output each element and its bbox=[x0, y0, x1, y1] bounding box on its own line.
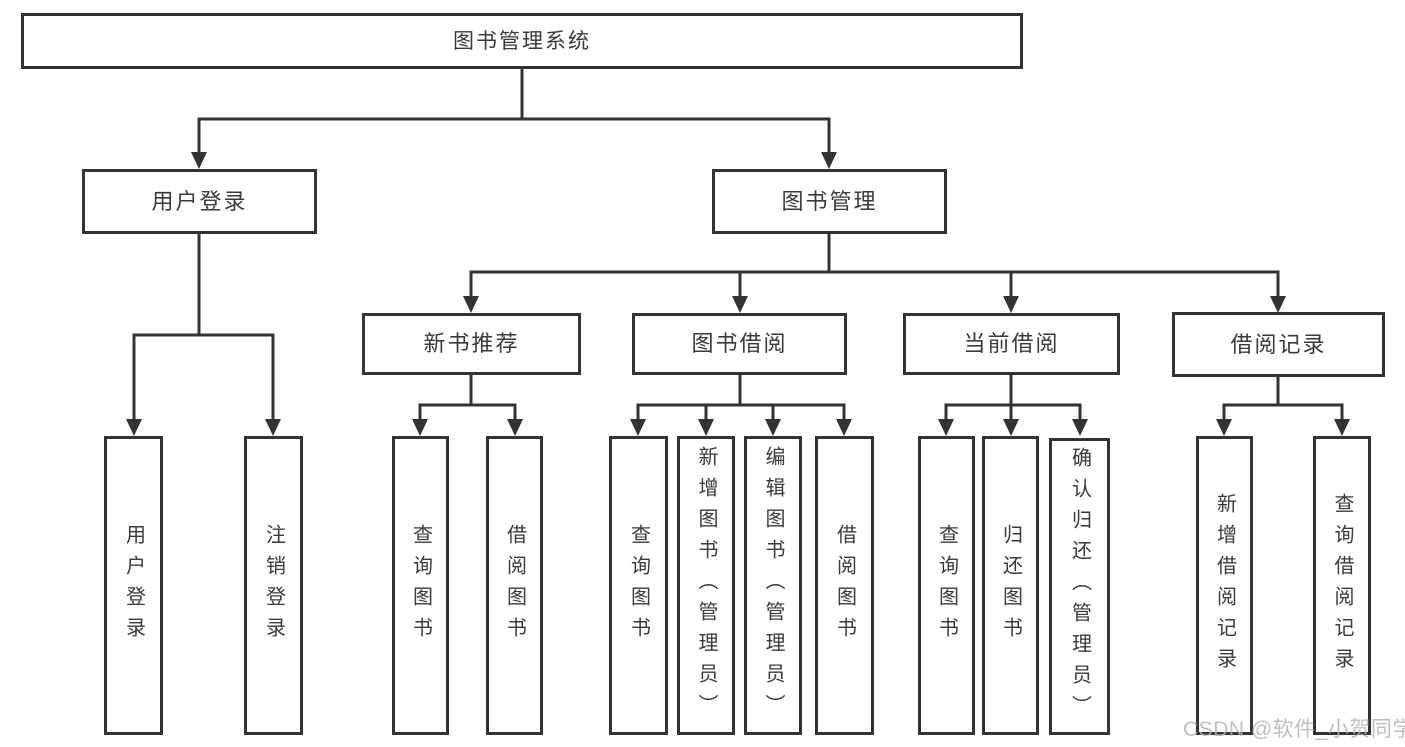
leaf-return-book-label: 归还图书 bbox=[999, 523, 1022, 648]
leaf-confirm-return-admin-label: 确认归还（管理员） bbox=[1068, 447, 1091, 726]
leaf-user-login: 用户登录 bbox=[104, 436, 163, 735]
leaf-query-books-recommend-label: 查询图书 bbox=[409, 523, 432, 648]
leaf-edit-book-admin-label: 编辑图书（管理员） bbox=[762, 446, 784, 725]
node-new-book-recommendation-label: 新书推荐 bbox=[423, 331, 520, 356]
leaf-edit-book-admin: 编辑图书（管理员） bbox=[744, 436, 802, 735]
leaf-query-books-current-label: 查询图书 bbox=[935, 523, 958, 648]
node-book-borrowing-label: 图书借阅 bbox=[691, 331, 788, 356]
leaf-query-books-borrow: 查询图书 bbox=[609, 436, 668, 735]
leaf-borrow-books-2: 借阅图书 bbox=[815, 436, 874, 735]
node-book-borrowing: 图书借阅 bbox=[632, 313, 847, 375]
leaf-query-books-recommend: 查询图书 bbox=[392, 436, 449, 735]
node-new-book-recommendation: 新书推荐 bbox=[362, 313, 581, 375]
node-current-borrowing: 当前借阅 bbox=[903, 313, 1120, 375]
leaf-query-books-borrow-label: 查询图书 bbox=[627, 523, 650, 648]
leaf-confirm-return-admin: 确认归还（管理员） bbox=[1049, 438, 1110, 735]
node-book-management-label: 图书管理 bbox=[781, 188, 878, 214]
node-current-borrowing-label: 当前借阅 bbox=[963, 331, 1060, 356]
leaf-logout: 注销登录 bbox=[244, 436, 303, 735]
leaf-add-book-admin: 新增图书（管理员） bbox=[677, 436, 735, 735]
leaf-return-book: 归还图书 bbox=[982, 436, 1039, 735]
node-book-management: 图书管理 bbox=[712, 169, 947, 234]
leaf-add-borrow-record-label: 新增借阅记录 bbox=[1213, 492, 1236, 679]
node-root-label: 图书管理系统 bbox=[453, 29, 591, 53]
leaf-borrow-books-recommend: 借阅图书 bbox=[486, 436, 543, 735]
node-borrowing-records-label: 借阅记录 bbox=[1230, 331, 1327, 357]
leaf-borrow-books-2-label: 借阅图书 bbox=[833, 523, 856, 648]
leaf-add-borrow-record: 新增借阅记录 bbox=[1196, 436, 1253, 735]
leaf-add-book-admin-label: 新增图书（管理员） bbox=[695, 446, 717, 725]
leaf-logout-label: 注销登录 bbox=[262, 523, 285, 648]
node-root: 图书管理系统 bbox=[21, 13, 1023, 69]
leaf-query-borrow-record-label: 查询借阅记录 bbox=[1331, 492, 1353, 679]
node-borrowing-records: 借阅记录 bbox=[1172, 312, 1385, 377]
leaf-user-login-label: 用户登录 bbox=[122, 523, 145, 648]
node-user-login-label: 用户登录 bbox=[151, 188, 248, 214]
watermark: CSDN @软件_小贺同学 bbox=[1183, 718, 1405, 741]
leaf-query-borrow-record: 查询借阅记录 bbox=[1313, 436, 1371, 735]
leaf-query-books-current: 查询图书 bbox=[918, 436, 975, 735]
leaf-borrow-books-recommend-label: 借阅图书 bbox=[503, 523, 526, 648]
node-user-login: 用户登录 bbox=[82, 169, 317, 234]
